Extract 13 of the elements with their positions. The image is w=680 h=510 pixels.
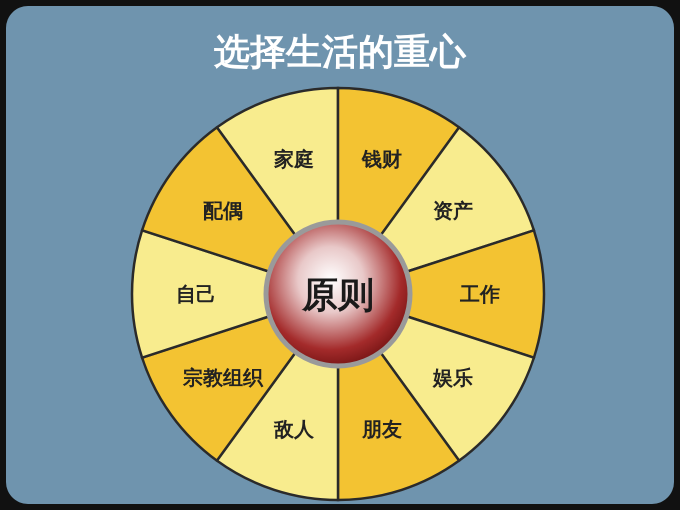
segment-label: 钱财 <box>362 146 402 171</box>
segment-label: 宗教组织 <box>183 365 264 390</box>
segment-label: 自己 <box>176 282 216 306</box>
segment-label: 工作 <box>460 282 500 306</box>
segment-label: 资产 <box>432 198 473 223</box>
segment-label: 娱乐 <box>432 365 473 390</box>
segment-label: 家庭 <box>274 146 314 171</box>
segment-label: 配偶 <box>203 198 244 223</box>
hub-label: 原则 <box>302 274 374 316</box>
segment-label: 敌人 <box>274 417 314 442</box>
title: 选择生活的重心 <box>213 30 468 74</box>
segment-label: 朋友 <box>362 417 402 442</box>
hub-circle <box>264 220 412 368</box>
